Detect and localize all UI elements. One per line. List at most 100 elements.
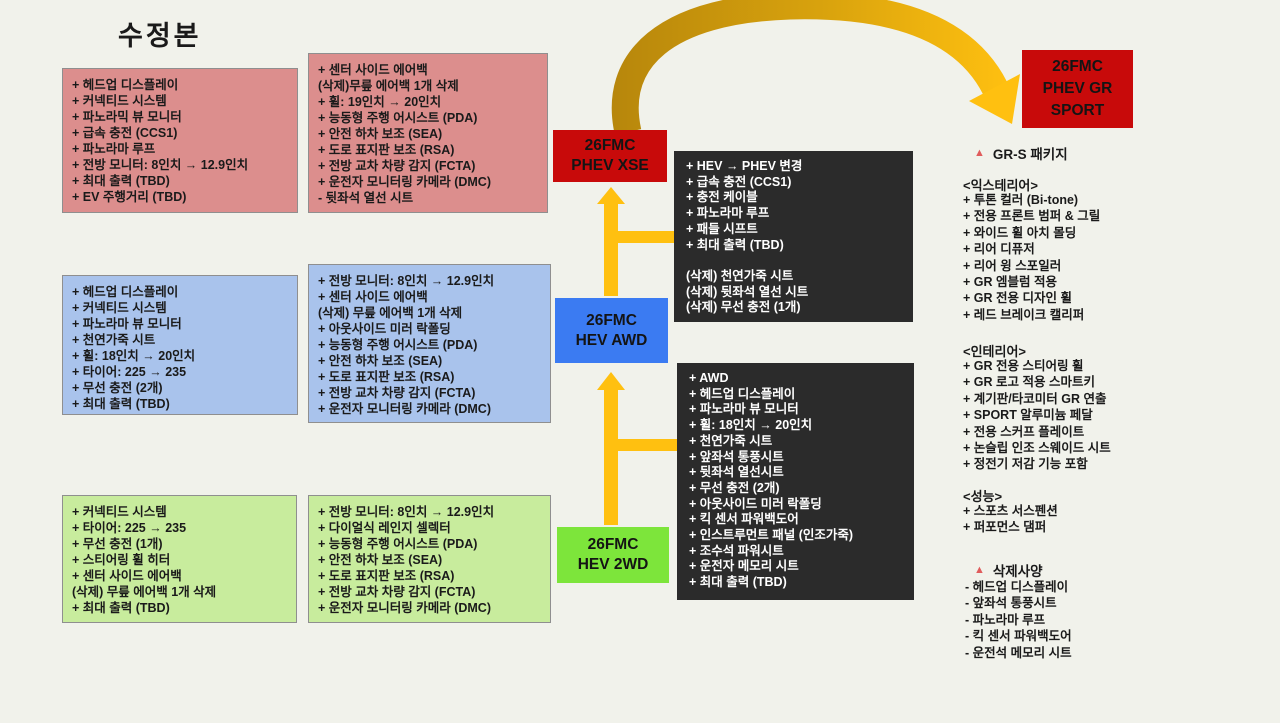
gr-deleted-item: - 파노라마 루프 — [965, 612, 1046, 627]
gr-exterior-item: + 전용 프론트 범퍼 & 그릴 — [963, 209, 1101, 224]
delta-item: (삭제) 천연가죽 시트 — [686, 268, 794, 283]
feature-list: + 전방 모니터: 8인치 → 12.9인치 + 다이얼식 레인지 셀렉터 + 능동… — [318, 504, 541, 616]
triangle-bullet-icon: ▲ — [974, 147, 985, 159]
gr-interior-item: + 정전기 저감 기능 포함 — [963, 457, 1088, 472]
feature-item: + 무선 충전 (2개) — [72, 381, 163, 395]
feature-item: + 도로 표지판 보조 (RSA) — [318, 569, 455, 583]
feature-item: + 안전 하차 보조 (SEA) — [318, 354, 443, 368]
feature-item: + 능동형 주행 어시스트 (PDA) — [318, 537, 478, 551]
trim-label-line: 26FMC — [586, 311, 637, 329]
feature-item: + 도로 표지판 보조 (RSA) — [318, 370, 455, 384]
feature-item: + 커넥티드 시스템 — [72, 94, 167, 108]
feature-item: + 능동형 주행 어시스트 (PDA) — [318, 111, 478, 125]
delta-item: + 조수석 파워시트 — [689, 543, 784, 558]
trim-label-line: 26FMC — [584, 137, 636, 154]
trim-label-line: 26FMC — [587, 536, 639, 553]
delta-box-2wd-to-awd: + AWD+ 헤드업 디스플레이+ 파노라마 뷰 모니터+ 휠: 18인치 → … — [677, 363, 914, 600]
arrow-up-2wd-to-awd — [597, 372, 677, 525]
delta-item: + 최대 출력 (TBD) — [686, 237, 784, 252]
trim-label-line: PHEV GR — [1042, 80, 1113, 97]
gr-interior-item: + SPORT 알루미늄 페달 — [963, 408, 1093, 423]
gr-exterior-item: + 리어 윙 스포일러 — [963, 258, 1062, 273]
trim-label-line: PHEV XSE — [571, 157, 649, 174]
feature-item: + 전방 모니터: 8인치 → 12.9인치 — [318, 274, 495, 288]
gr-exterior-item: + 와이드 휠 아치 몰딩 — [963, 225, 1077, 240]
feature-item: + 안전 하차 보조 (SEA) — [318, 553, 443, 567]
gr-interior-item: + 계기판/타코미터 GR 연출 — [963, 391, 1107, 406]
feature-item: + 운전자 모니터링 카메라 (DMC) — [318, 175, 491, 189]
gr-interior-item: + GR 전용 스티어링 휠 — [963, 359, 1084, 373]
feature-item: + 헤드업 디스플레이 — [72, 285, 179, 299]
feature-item: + 운전자 모니터링 카메라 (DMC) — [318, 601, 491, 615]
delta-item: + 파노라마 루프 — [686, 206, 770, 221]
feature-list: + 커넥티드 시스템+ 타이어: 225 → 235+ 무선 충전 (1개)+ … — [72, 504, 287, 616]
feature-box-phev-xse-right: + 센터 사이드 에어백(삭제)무릎 에어백 1개 삭제+ 휠: 19인치 → … — [308, 53, 548, 213]
feature-box-hev-awd-right: + 전방 모니터: 8인치 → 12.9인치 + 센터 사이드 에어백 (삭제) 무… — [308, 264, 551, 423]
gr-performance-header: <성능> — [963, 489, 1003, 504]
feature-item: + 무선 충전 (1개) — [72, 537, 163, 551]
feature-item: + 전방 모니터: 8인치 → 12.9인치 — [318, 505, 495, 519]
gr-exterior-list: + 투톤 컬러 (Bi-tone)+ 전용 프론트 범퍼 & 그릴+ 와이드 휠… — [963, 192, 1100, 323]
trim-box-phev-xse: 26FMC PHEV XSE — [553, 130, 667, 182]
gr-deleted-item: - 운전석 메모리 시트 — [965, 645, 1072, 660]
feature-list: + 센터 사이드 에어백(삭제)무릎 에어백 1개 삭제+ 휠: 19인치 → … — [318, 62, 538, 206]
feature-item: + 다이얼식 레인지 셀렉터 — [318, 521, 451, 535]
trim-box-hev-awd: 26FMC HEV AWD — [555, 298, 668, 363]
delta-item: + 급속 충전 (CCS1) — [686, 174, 792, 189]
feature-item: + 커넥티드 시스템 — [72, 301, 167, 315]
feature-item: + 천연가죽 시트 — [72, 333, 156, 347]
gr-exterior-item: + 리어 디퓨저 — [963, 242, 1035, 257]
page-title: 수정본 — [118, 21, 202, 51]
trim-label-line: SPORT — [1050, 102, 1105, 119]
delta-item: + AWD — [689, 371, 729, 385]
feature-item: + 센터 사이드 에어백 — [318, 63, 428, 77]
trim-box-phev-gr-sport: 26FMC PHEV GR SPORT — [1022, 50, 1133, 128]
feature-box-phev-xse-left: + 헤드업 디스플레이+ 커넥티드 시스템+ 파노라믹 뷰 모니터+ 급속 충전… — [62, 68, 298, 213]
delta-item: + 무선 충전 (2개) — [689, 480, 780, 495]
delta-item: (삭제) 무선 충전 (1개) — [686, 300, 801, 315]
gr-deleted-title-row: ▲ 삭제사양 — [974, 560, 1043, 580]
trim-label-line: HEV 2WD — [577, 556, 649, 573]
feature-item: + 아웃사이드 미러 락폴딩 — [318, 322, 451, 336]
feature-item: + 휠: 19인치 → 20인치 — [318, 95, 442, 109]
delta-item: + 운전자 메모리 시트 — [689, 559, 799, 574]
gr-interior-item: + 논슬립 인조 스웨이드 시트 — [963, 441, 1111, 456]
trim-label-line: HEV AWD — [575, 331, 648, 349]
feature-item: + 센터 사이드 에어백 — [318, 290, 428, 304]
gr-exterior-item: + GR 전용 디자인 휠 — [963, 291, 1072, 306]
delta-item: + 파노라마 뷰 모니터 — [689, 402, 799, 417]
delta-item: + 인스트루먼트 패널 (인조가죽) — [689, 528, 854, 543]
gr-interior-header: <인테리어> — [963, 344, 1027, 359]
gr-deleted-list: - 헤드업 디스플레이- 앞좌석 통풍시트- 파노라마 루프- 킥 센서 파워백… — [965, 579, 1072, 661]
feature-item: + 급속 충전 (CCS1) — [72, 126, 178, 140]
arrow-up-awd-to-xse — [597, 187, 676, 296]
feature-list: + 헤드업 디스플레이+ 커넥티드 시스템+ 파노라믹 뷰 모니터+ 급속 충전… — [72, 77, 288, 205]
feature-box-hev-2wd-left: + 커넥티드 시스템+ 타이어: 225 → 235+ 무선 충전 (1개)+ … — [62, 495, 297, 623]
delta-item: + 충전 케이블 — [686, 190, 758, 205]
delta-item: + 뒷좌석 열선시트 — [689, 465, 784, 480]
feature-item: + 최대 출력 (TBD) — [72, 174, 170, 188]
feature-item: + 전방 교차 차량 감지 (FCTA) — [318, 585, 476, 599]
gr-interior-list: + GR 전용 스티어링 휠+ GR 로고 적용 스마트키+ 계기판/타코미터 … — [963, 358, 1111, 473]
delta-list: + AWD+ 헤드업 디스플레이+ 파노라마 뷰 모니터+ 휠: 18인치 → … — [689, 371, 902, 591]
delta-item: (삭제) 뒷좌석 열선 시트 — [686, 284, 809, 299]
feature-item: + 능동형 주행 어시스트 (PDA) — [318, 338, 478, 352]
feature-item: + 스티어링 휠 히터 — [72, 553, 171, 567]
feature-box-hev-2wd-right: + 전방 모니터: 8인치 → 12.9인치 + 다이얼식 레인지 셀렉터 + 능동… — [308, 495, 551, 623]
delta-item: + 앞좌석 통풍시트 — [689, 449, 784, 464]
gr-deleted-title: 삭제사양 — [992, 564, 1043, 579]
feature-item: (삭제) 무릎 에어백 1개 삭제 — [318, 306, 463, 320]
delta-box-awd-to-xse: + HEV → PHEV 변경+ 급속 충전 (CCS1)+ 충전 케이블+ 파… — [674, 151, 913, 322]
gr-deleted-item: - 킥 센서 파워백도어 — [965, 629, 1072, 644]
trim-box-hev-2wd: 26FMC HEV 2WD — [557, 527, 669, 583]
gr-package-title-row: ▲ GR-S 패키지 — [974, 143, 1068, 163]
feature-item: + 타이어: 225 → 235 — [72, 365, 187, 379]
delta-item: + HEV → PHEV 변경 — [686, 159, 803, 173]
feature-item: + 전방 교차 차량 감지 (FCTA) — [318, 159, 476, 173]
gr-deleted-item: - 앞좌석 통풍시트 — [965, 596, 1057, 611]
feature-item: (삭제) 무릎 에어백 1개 삭제 — [72, 585, 217, 599]
gr-exterior-header: <익스테리어> — [963, 178, 1038, 193]
delta-item — [686, 253, 901, 269]
feature-item: + 전방 교차 차량 감지 (FCTA) — [318, 386, 476, 400]
